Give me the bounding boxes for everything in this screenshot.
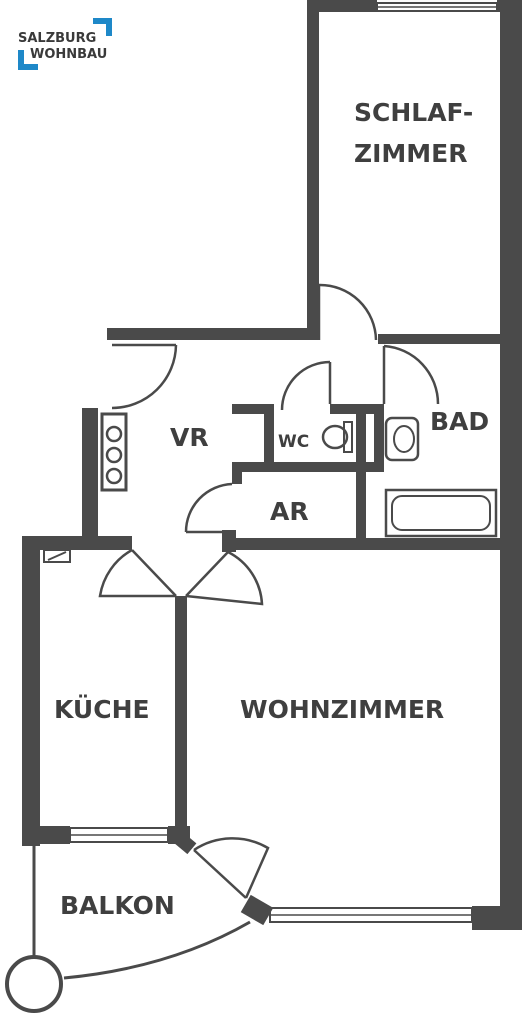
wall-kitchen-left (22, 536, 40, 846)
wall-ar-left (232, 462, 242, 484)
label-ar: AR (270, 497, 309, 526)
wall-right-outer (500, 0, 522, 930)
wall-bad-top (378, 334, 522, 344)
logo-accent-bottom-icon (18, 50, 38, 70)
door-wohn-arc (185, 550, 264, 606)
stove-burner-1-icon (105, 425, 123, 443)
label-vr: VR (170, 423, 209, 452)
room-labels: SCHLAF- ZIMMER BAD VR WC AR KÜCHE WOHNZI… (54, 98, 489, 920)
stove-burner-3-icon (105, 467, 123, 485)
doors (98, 283, 440, 899)
balcony-post-circle (5, 955, 63, 1013)
wall-schlaf-top-left (307, 0, 377, 12)
door-balkon-arc (193, 837, 270, 899)
sink-basin-icon (393, 425, 415, 453)
door-kitchen-arc (98, 548, 176, 598)
label-schlafzimmer-line1: SCHLAF- (354, 98, 473, 127)
door-schlaf-arc (318, 283, 378, 341)
logo-line1: SALZBURG (18, 31, 96, 46)
wall-wohn-bottom-left (240, 894, 274, 926)
label-balkon: BALKON (60, 891, 175, 920)
label-wc: WC (278, 432, 309, 452)
wall-wc-bottom (232, 462, 384, 472)
wall-wohn-bottom-right (472, 906, 522, 930)
bathtub-inner-icon (391, 495, 491, 531)
salzburg-wohnbau-logo: SALZBURG WOHNBAU (18, 18, 112, 70)
wall-bad-left (374, 404, 384, 470)
label-schlafzimmer-line2: ZIMMER (354, 139, 468, 168)
logo-accent-top-icon (93, 18, 112, 36)
kitchen-corner-box-diagonal (47, 551, 67, 561)
door-ar-arc (184, 482, 233, 533)
door-wohn-leaf (185, 551, 229, 597)
wall-ar-bottom (228, 538, 522, 550)
door-entrance-arc (111, 344, 178, 410)
kitchen-corner-box-icon (43, 549, 71, 563)
wall-kitchen-bottom-left (22, 826, 70, 844)
walls (22, 0, 522, 930)
wall-wc-right (356, 404, 366, 550)
fixtures (43, 412, 498, 563)
label-bad: BAD (430, 407, 489, 436)
label-wohnzimmer: WOHNZIMMER (240, 695, 444, 724)
door-wc-arc (280, 360, 331, 411)
balcony-curved-edge (63, 920, 251, 980)
wall-vr-left (82, 408, 98, 548)
toilet-tank-icon (343, 421, 353, 453)
stove-burner-2-icon (105, 446, 123, 464)
balcony-outline (5, 844, 251, 1013)
door-kitchen-leaf (131, 549, 177, 597)
wall-vr-top (107, 328, 319, 340)
wall-balkon-post (173, 831, 197, 855)
label-kueche: KÜCHE (54, 694, 150, 724)
bathtub-outer-icon (384, 488, 498, 538)
wall-kitchen-right (175, 596, 187, 836)
door-bad-arc (383, 344, 440, 405)
logo-line2: WOHNBAU (30, 47, 107, 62)
wall-schlaf-left (307, 0, 319, 340)
windows (69, 2, 498, 923)
wall-wc-left (264, 404, 274, 470)
toilet-bowl-icon (321, 424, 349, 450)
sink-icon (384, 416, 420, 462)
wall-wc-top-left (232, 404, 274, 414)
wall-ar-bottom-stub (222, 530, 236, 552)
door-balkon-leaf (193, 849, 247, 899)
stove-icon (100, 412, 128, 492)
wall-kitchen-top (22, 536, 132, 550)
